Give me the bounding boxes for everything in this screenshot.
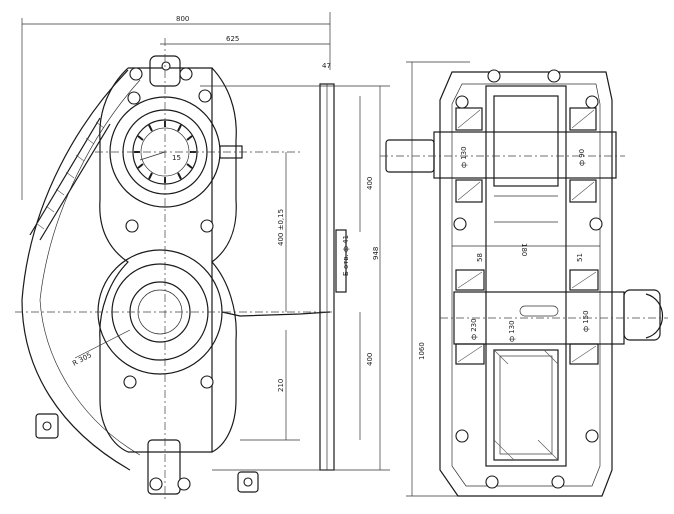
bolt-icon [127,91,141,105]
bolt-icon [455,95,469,109]
bolt-icon [177,477,191,491]
shaft-dia-2-label: ф 90 [578,149,586,166]
bolt-icon [551,475,565,489]
body-outline [128,67,213,453]
offset-top-label: 47 [322,62,331,70]
height-total-label: 948 [372,247,380,260]
upper-bearings [455,107,597,203]
shaft-dia-3-label: ф 230 [470,318,478,340]
output-shaft-end-icon [645,293,663,339]
bolt-icon [589,217,603,231]
gear-width-label: 180 [520,243,528,256]
center-distance-label: 400 [366,353,374,366]
mount-ear-bottom [237,471,259,493]
bolt-icon [161,61,171,71]
side-view: 1060 ф 130 ф 90 [380,61,668,497]
bolt-icon [485,475,499,489]
radius-label: R 305 [71,351,93,368]
bearing-block [455,179,483,203]
shaft-dia-1-label: ф 130 [460,146,468,168]
bearing-block [569,107,597,131]
bearing-block [455,343,485,365]
front-view: 800 625 47 [15,12,390,500]
side-gap-left-label: 58 [476,253,484,262]
gear-cavity [485,85,567,467]
overall-height-label: 1060 [418,342,426,360]
bolt-icon [198,89,212,103]
lower-gear-block [493,349,559,461]
upper-gear-pitch [140,127,190,177]
shaft-dia-5-label: ф 150 [582,310,590,332]
bolt-icon [179,67,193,81]
angle-label: 15 [172,154,181,162]
side-bolts [453,69,603,489]
radius-leader [74,329,131,359]
upper-gear-block [493,95,559,187]
mount-ear-left [35,413,59,439]
bearing-block [569,269,599,291]
bolt-icon [455,429,469,443]
bolt-icon [547,69,561,83]
lower-lug [147,439,181,495]
incline-edge-2 [39,123,111,241]
bolt-icon [42,421,52,431]
bearing-block [455,107,483,131]
center-left-label: 400 ±0,15 [277,209,285,246]
body-right-profile [211,67,237,453]
bolt-icon [453,217,467,231]
bolt-icon [200,375,214,389]
lower-keyway [519,305,559,317]
output-shaft-stub [623,289,661,341]
overall-width-label: 800 [176,15,189,23]
flange-width-label: 625 [226,35,239,43]
casing-curve-outer [21,69,131,471]
front-bolts [123,61,214,491]
lower-bearings [455,269,599,365]
side-gap-right-label: 51 [576,253,584,262]
casing-curve-inner [39,79,141,456]
incline-hatch [35,121,105,230]
bolt-icon [123,375,137,389]
bearing-block [455,269,485,291]
side-casing-inner [451,83,601,487]
bolt-icon [585,95,599,109]
bolt-icon [149,477,163,491]
bolt-icon [585,429,599,443]
center-lower-label: 210 [277,379,285,392]
side-port-box [335,229,347,293]
lower-keyway-line [221,311,331,317]
bolt-icon [125,219,139,233]
bolt-icon [487,69,501,83]
angle-leader [139,151,166,161]
lower-gear-inner [499,355,553,455]
bearing-block [569,179,597,203]
input-shaft-stub [385,139,435,173]
bolt-icon [129,67,143,81]
tolerance-note: Б отв. ф 41 [342,235,350,276]
body-left-profile [99,67,129,453]
upper-shaft [433,131,617,179]
incline-edge-1 [29,117,101,236]
bearing-block [569,343,599,365]
side-casing-outer [439,71,613,497]
height-upper-label: 400 [366,177,374,190]
shaft-dia-4-label: ф 130 [508,320,516,342]
lower-gear-hatch [493,349,559,461]
bolt-icon [200,219,214,233]
bolt-icon [243,477,253,487]
